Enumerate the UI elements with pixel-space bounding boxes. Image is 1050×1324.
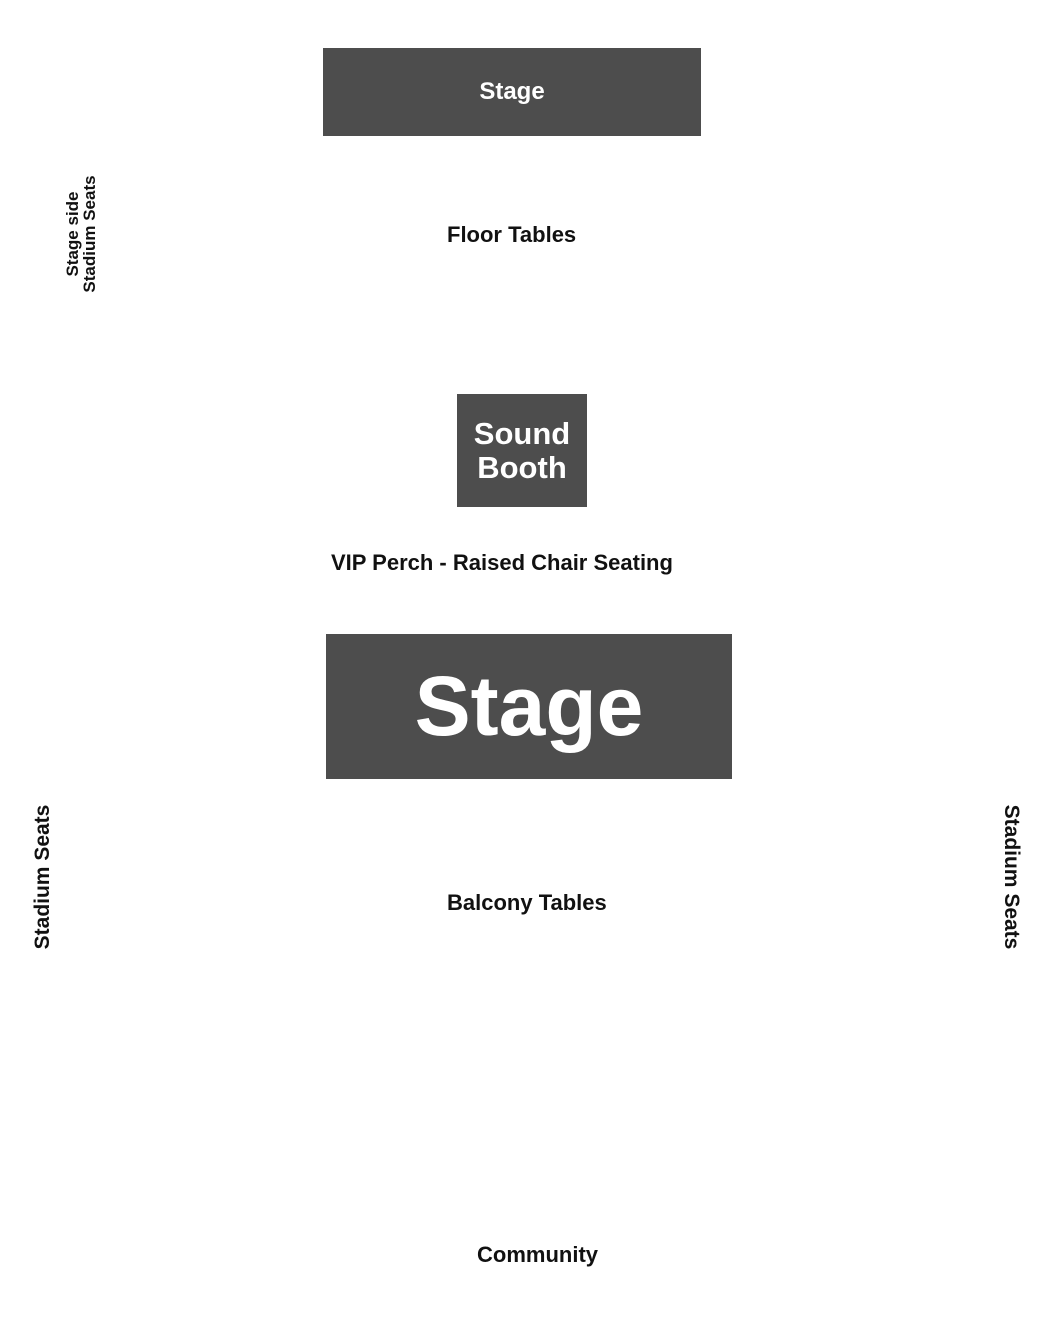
stage-main-label: Stage (414, 659, 644, 753)
stage-side-label-line2: Stadium Seats (80, 175, 99, 293)
sound-booth-block: Sound Booth (457, 394, 587, 507)
stadium-seats-right-section[interactable]: Stadium Seats (1000, 804, 1023, 950)
sound-booth-label-line2: Booth (477, 449, 567, 485)
stage-side-stadium-seats-section[interactable]: Stage side Stadium Seats (63, 164, 99, 304)
sound-booth-label-line1: Sound (473, 415, 571, 451)
stadium-seats-left-section[interactable]: Stadium Seats (31, 804, 54, 950)
stage-main-block: Stage (326, 634, 732, 779)
vip-perch-section[interactable]: VIP Perch - Raised Chair Seating (331, 550, 673, 575)
stage-top-label: Stage (479, 78, 545, 105)
community-section[interactable]: Community (477, 1242, 598, 1267)
stage-top-block: Stage (323, 48, 701, 136)
stage-side-label-line1: Stage side (63, 191, 82, 277)
balcony-tables-section[interactable]: Balcony Tables (447, 890, 607, 915)
floor-tables-section[interactable]: Floor Tables (447, 222, 577, 247)
